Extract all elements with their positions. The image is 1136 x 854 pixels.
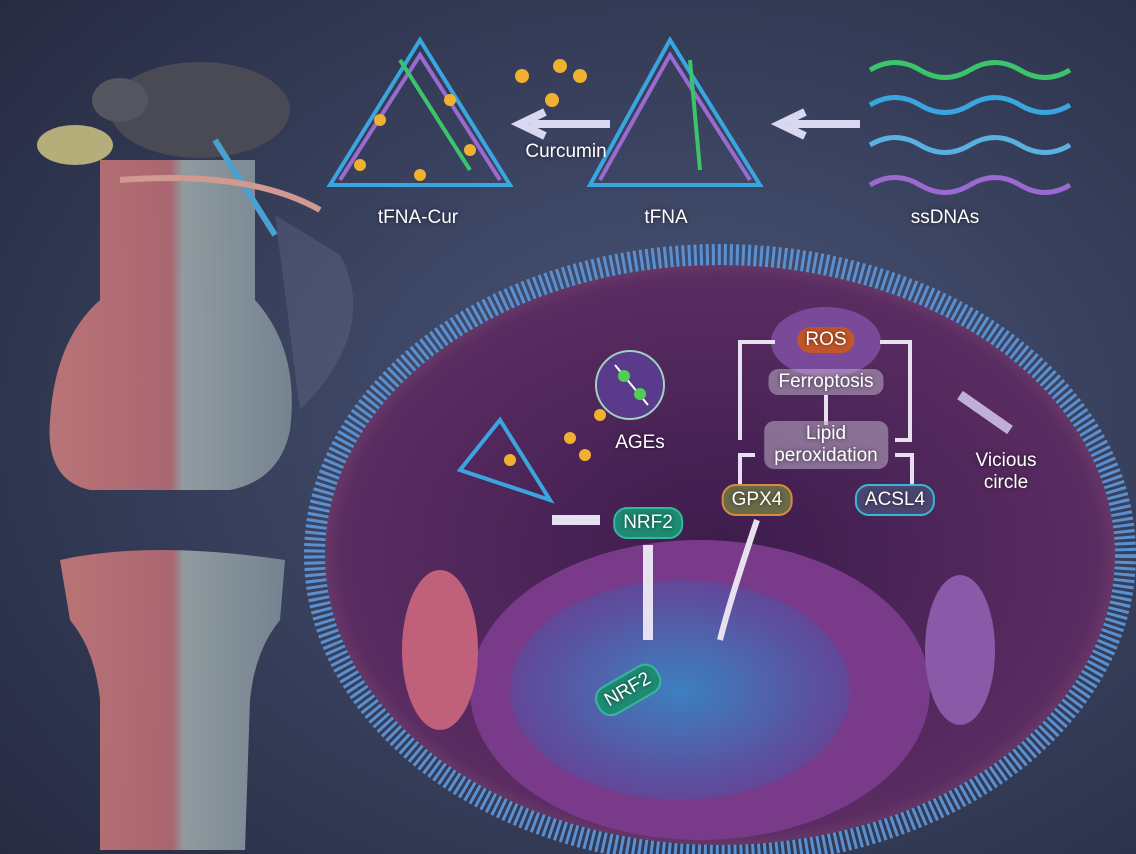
label-gpx4: GPX4 — [721, 484, 793, 516]
tfna-structure — [586, 36, 764, 187]
zoom-callout — [275, 215, 354, 410]
tfna-cur-structure — [326, 36, 514, 187]
label-ages: AGEs — [615, 432, 665, 453]
arrow-curcumin — [510, 108, 610, 140]
cell — [304, 244, 1136, 854]
label-tfna-cur: tFNA-Cur — [377, 207, 459, 228]
mouse — [37, 62, 322, 237]
label-vicious-circle: Vicious circle — [975, 450, 1037, 493]
label-curcumin: Curcumin — [525, 141, 607, 162]
label-nrf2-cytoplasm: NRF2 — [613, 507, 683, 539]
ages-vesicle — [595, 350, 665, 420]
label-ferroptosis: Ferroptosis — [768, 369, 884, 395]
ssdna-strands — [868, 60, 1072, 195]
tfna-cur-in-cell — [456, 416, 555, 504]
bone-femur — [49, 160, 292, 850]
label-lipid-peroxidation: Lipid peroxidation — [764, 421, 888, 469]
label-acsl4: ACSL4 — [854, 484, 936, 516]
label-ros: ROS — [797, 327, 855, 353]
curcumin-molecules — [515, 59, 587, 107]
label-tfna: tFNA — [644, 207, 688, 228]
pathway-arrows — [552, 340, 1013, 641]
mitochondrion — [925, 575, 995, 725]
label-ssdnas: ssDNAs — [910, 207, 980, 228]
nucleus — [510, 580, 850, 800]
arrow-ssdna — [770, 108, 860, 140]
mitochondrion — [402, 570, 478, 730]
